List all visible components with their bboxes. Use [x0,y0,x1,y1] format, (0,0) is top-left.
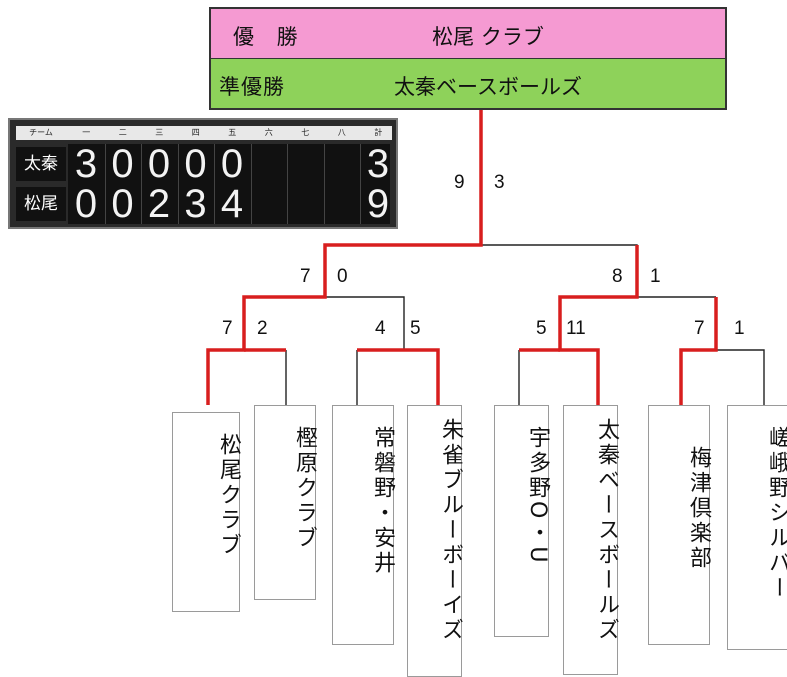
team-box: 太秦ベースボールズ [563,405,619,675]
scoreboard-header-cell: 六 [264,128,273,137]
scoreboard-header-cell: 四 [191,128,200,137]
team-box: 梅津倶楽部 [648,405,711,645]
team-name: 嵯峨野シルバー [765,426,787,601]
quarter-score-left: 4 [375,318,386,339]
champion-team: 松尾 クラブ [432,25,544,49]
scoreboard-header-cell: 二 [118,128,127,137]
scoreboard-header-cell: 五 [228,128,237,137]
bracket-line [716,349,765,405]
quarter-score-right: 2 [257,318,268,339]
scoreboard-header-cell: 計 [374,128,383,137]
team-box: 松尾クラブ [172,412,241,612]
scoreboard-inning-score: 0 [74,182,98,226]
scoreboard-column-divider [250,144,252,224]
bracket-winner-lines [206,110,718,405]
team-name: 朱雀ブルーボーイズ [438,418,463,643]
bracket-thin-lines [285,244,765,405]
scoreboard-inning-score: 0 [111,142,134,186]
team-name: 松尾クラブ [216,433,241,558]
runner-up-row: 準優勝 太秦ベースボールズ [211,59,725,108]
scoreboard-column-divider [177,144,179,224]
scoreboard-column-divider [214,144,215,224]
bracket-winner-line [206,110,483,405]
champion-row: 優 勝 松尾 クラブ [211,9,725,59]
champion-label: 優 勝 [233,25,306,49]
scoreboard-inning-score: 2 [147,182,171,226]
bracket-winner-line [679,297,718,405]
bracket-line [325,296,405,350]
scoreboard-team: 太秦 [16,147,66,181]
semi-score-left: 7 [300,266,311,287]
semi-score-right: 0 [337,266,348,287]
team-box: 樫原クラブ [254,405,317,600]
quarter-score-left: 7 [222,318,233,339]
quarter-score-left: 7 [694,318,705,339]
runner-up-label: 準優勝 [219,75,285,99]
scoreboard-inning-score: 4 [220,182,244,226]
semi-score-left: 8 [612,266,623,287]
scoreboard-header [16,126,392,140]
final-score-right: 3 [494,172,505,193]
scoreboard-column-divider [360,144,361,224]
scoreboard-grid [68,144,390,224]
scoreboard-header-cell: 七 [301,128,310,137]
team-box: 嵯峨野シルバー [727,405,787,650]
team-name: 梅津倶楽部 [686,446,711,571]
scoreboard-team: 松尾 [16,187,66,221]
team-name: 宇多野O・U [525,426,550,566]
team-box: 常磐野・安井 [332,405,395,645]
scoreboard-header-cell: 一 [82,128,91,137]
scoreboard-inning-score: 0 [147,142,171,186]
runner-up-team: 太秦ベースボールズ [394,75,582,99]
team-name: 太秦ベースボールズ [594,418,619,643]
bracket-winner-line [558,245,639,405]
scoreboard-header-cell: 三 [155,128,164,137]
bracket-winner-line [404,348,440,405]
final-score-left: 9 [454,172,465,193]
scoreboard-inning-score: 0 [111,182,134,226]
scoreboard-header-cell: チーム [29,128,53,137]
quarter-score-right: 5 [410,318,421,339]
semi-score-right: 1 [650,266,661,287]
results-table: 優 勝 松尾 クラブ 準優勝 太秦ベースボールズ [209,7,727,110]
quarter-score-right: 11 [566,318,586,339]
scoreboard-inning-score: 3 [184,182,207,226]
team-name: 常磐野・安井 [370,426,395,576]
scoreboard-header-cell: 八 [337,128,346,137]
scoreboard-column-divider [104,144,106,224]
scoreboard-inning-score: 3 [74,142,98,186]
team-box: 朱雀ブルーボーイズ [407,405,463,677]
scoreboard-column-divider [287,144,288,224]
team-name: 樫原クラブ [292,426,317,551]
scoreboard-inning-score: 0 [220,142,244,186]
scoreboard-inning-score: 0 [184,142,207,186]
scoreboard-column-divider [141,144,142,224]
scoreboard-total: 9 [366,182,390,226]
quarter-score-right: 1 [734,318,745,339]
quarter-score-left: 5 [536,318,547,339]
scoreboard-total: 3 [366,142,390,186]
team-box: 宇多野O・U [494,405,550,637]
scoreboard-column-divider [323,144,325,224]
